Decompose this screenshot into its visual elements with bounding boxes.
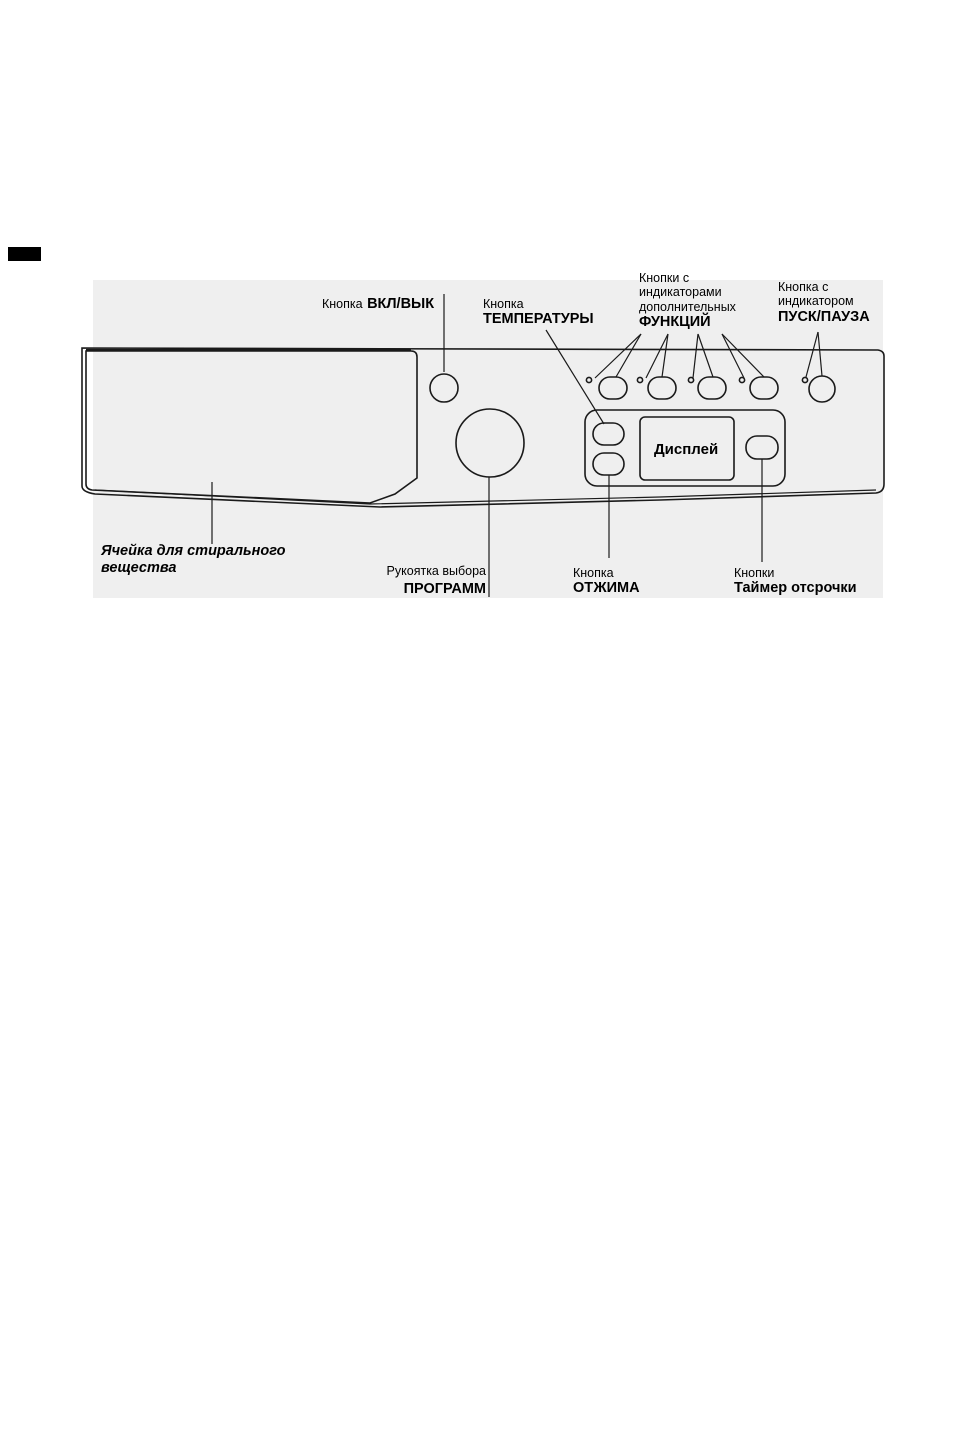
- leader-functions-1b: [616, 334, 641, 377]
- start-pause-led: [802, 377, 807, 382]
- power-button: [430, 374, 458, 402]
- delay-timer-label: Кнопки Таймер отсрочки: [734, 566, 857, 597]
- leader-functions-4b: [722, 334, 764, 377]
- function-button-4: [750, 377, 778, 399]
- display-label: Дисплей: [654, 441, 718, 459]
- start-pause-label: Кнопка с индикатором ПУСК/ПАУЗА: [778, 280, 870, 325]
- temperature-button: [593, 423, 624, 445]
- delay-timer-button: [746, 436, 778, 459]
- detergent-drawer: [86, 351, 417, 503]
- leader-start-pause-b: [818, 332, 822, 376]
- function-led-3: [688, 377, 693, 382]
- function-led-1: [586, 377, 591, 382]
- function-buttons-label: Кнопки с индикаторами дополнительных ФУН…: [639, 271, 736, 331]
- function-led-2: [637, 377, 642, 382]
- function-button-3: [698, 377, 726, 399]
- leader-start-pause-a: [806, 332, 818, 377]
- function-button-1: [599, 377, 627, 399]
- detergent-drawer-label: Ячейка для стирального вещества: [101, 543, 286, 576]
- program-knob: [456, 409, 524, 477]
- temperature-button-label: Кнопка ТЕМПЕРАТУРЫ: [483, 297, 594, 328]
- program-knob-label: Рукоятка выбора ПРОГРАММ: [383, 564, 486, 598]
- start-pause-button: [809, 376, 835, 402]
- function-led-4: [739, 377, 744, 382]
- spin-button-label: Кнопка ОТЖИМА: [573, 566, 640, 597]
- leader-functions-3a: [693, 334, 698, 378]
- leader-functions-4a: [722, 334, 744, 378]
- panel-outline: [82, 348, 884, 507]
- leader-functions-1a: [595, 334, 641, 378]
- leader-functions-3b: [698, 334, 713, 377]
- function-button-2: [648, 377, 676, 399]
- spin-button: [593, 453, 624, 475]
- power-button-label: Кнопка ВКЛ/ВЫК: [322, 295, 434, 313]
